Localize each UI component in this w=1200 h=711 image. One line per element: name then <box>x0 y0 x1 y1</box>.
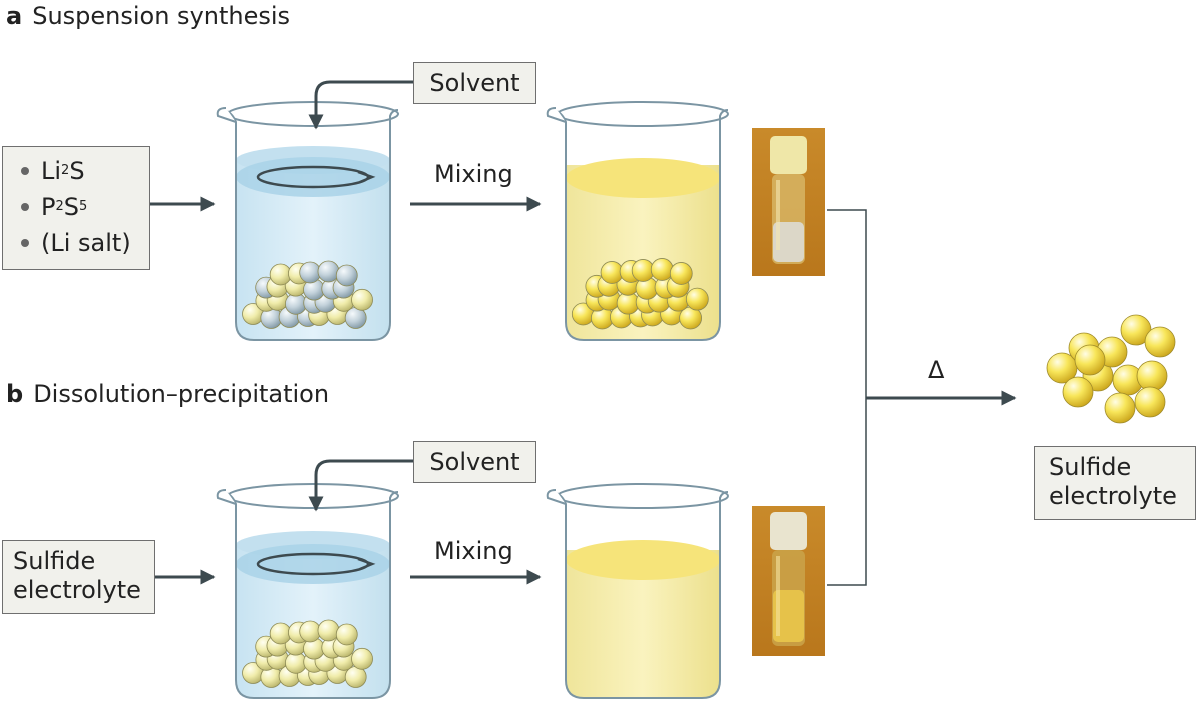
bullet-icon <box>21 239 29 247</box>
mixing-label-b: Mixing <box>434 537 513 565</box>
mixing-label-a: Mixing <box>434 160 513 188</box>
particle <box>1134 386 1166 418</box>
particle <box>1144 326 1176 358</box>
panel-a-title: Suspension synthesis <box>32 2 291 30</box>
arrow-solvent-b <box>308 459 413 512</box>
input-electrolyte-box: Sulfide electrolyte <box>2 540 155 614</box>
vial-photo-b <box>752 506 825 656</box>
particle <box>669 262 693 285</box>
solvent-box-a: Solvent <box>413 62 536 104</box>
stir-arrow-b <box>256 552 376 576</box>
particles-electrolyte <box>242 619 373 688</box>
particles-mixed <box>242 260 373 329</box>
stir-arrow-a <box>256 165 376 189</box>
particle <box>351 288 373 311</box>
particle <box>317 260 340 283</box>
panel-b-title: Dissolution–precipitation <box>33 380 330 408</box>
panel-a-heading: a Suspension synthesis <box>6 2 290 30</box>
beaker-b-end <box>546 483 729 699</box>
bullet-icon <box>21 167 29 175</box>
particle <box>269 263 292 286</box>
particle <box>351 647 373 670</box>
bracket-join <box>827 209 867 586</box>
product-box: Sulfide electrolyte <box>1034 446 1196 520</box>
vial-photo-a <box>752 128 825 276</box>
particle <box>1074 344 1106 376</box>
particle <box>685 287 709 311</box>
solvent-box-b: Solvent <box>413 441 536 483</box>
particle <box>650 258 674 281</box>
particle <box>269 622 292 645</box>
particle <box>335 264 358 287</box>
particle <box>299 261 322 284</box>
panel-b-letter: b <box>6 380 24 408</box>
arrow-solvent-a <box>308 80 413 130</box>
reagent-li-salt: (Li salt) <box>21 225 149 261</box>
panel-a-letter: a <box>6 2 23 30</box>
panel-b-heading: b Dissolution–precipitation <box>6 380 329 408</box>
particle <box>1136 360 1168 392</box>
particles-final-product <box>1046 314 1176 424</box>
particle <box>1104 392 1136 424</box>
heat-symbol: Δ <box>928 356 945 384</box>
bullet-icon <box>21 203 29 211</box>
particle <box>299 620 322 643</box>
particle <box>335 623 358 646</box>
particle <box>317 619 340 642</box>
particle <box>1062 376 1094 408</box>
particles-product-a <box>571 258 709 330</box>
arrows <box>150 80 1017 586</box>
